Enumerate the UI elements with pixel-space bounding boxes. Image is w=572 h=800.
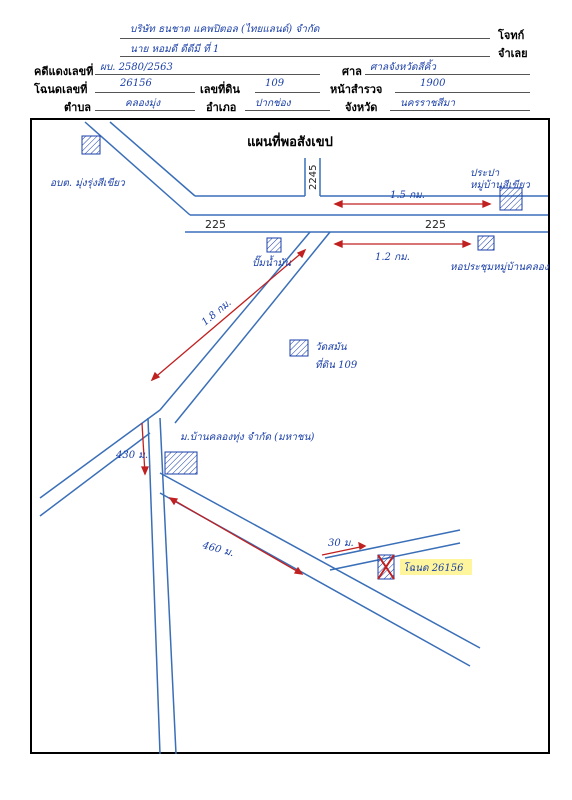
- case-label: คดีแดงเลขที่: [34, 65, 94, 78]
- label-dist-460: 460 ม.: [200, 540, 235, 559]
- label-gas-station: ปั๊มน้ำมัน: [252, 255, 292, 269]
- district-line: [245, 110, 330, 111]
- deed-label: โฉนดเลขที่: [34, 83, 88, 96]
- label-temple: วัดสมัน: [315, 342, 348, 353]
- subdistrict-line: [95, 110, 195, 111]
- subdistrict-value: คลองมุ่ง: [125, 98, 161, 109]
- land-no-label: เลขที่ดิน: [200, 83, 240, 96]
- province-label: จังหวัด: [345, 101, 378, 114]
- survey-value: 1900: [420, 78, 446, 89]
- label-target: โฉนด 26156: [403, 562, 464, 574]
- defendant-line: [120, 56, 490, 57]
- plaintiff-value: บริษัท ธนชาต แคพปิตอล (ไทยแลนด์) จำกัด: [130, 24, 320, 35]
- label-dist-430: 430 ม.: [115, 450, 148, 461]
- label-water-office: ประปา: [470, 168, 499, 179]
- sketch-map: แผนที่พอสังเขป 225 225 2245: [30, 118, 561, 755]
- label-village-school: อบต. มุ่งรุ่งสีเขียว: [50, 177, 126, 189]
- road-225-right: 225: [425, 218, 446, 231]
- court-value: ศาลจังหวัดสีคิ้ว: [370, 62, 436, 73]
- label-right-office-bottom: หอประชุมหมู่บ้านคลองมุ่ง: [450, 261, 550, 273]
- road-2245: 2245: [308, 165, 319, 190]
- label-dist-30: 30 ม.: [328, 538, 354, 549]
- road-225-left: 225: [205, 218, 226, 231]
- survey-line: [395, 92, 530, 93]
- court-line: [365, 74, 530, 75]
- building-markers: [81, 135, 523, 475]
- plaintiff-label: โจทก์: [498, 29, 525, 42]
- survey-label: หน้าสำรวจ: [330, 83, 383, 96]
- map-title: แผนที่พอสังเขป: [247, 132, 333, 149]
- defendant-label: จำเลย: [498, 47, 528, 60]
- label-dist-15: 1.5 กม.: [390, 190, 425, 201]
- plaintiff-line: [120, 38, 490, 39]
- deed-line: [95, 92, 195, 93]
- district-label: อำเภอ: [206, 101, 237, 114]
- label-land: ที่ดิน 109: [315, 357, 358, 371]
- case-value: ผบ. 2580/2563: [100, 62, 173, 73]
- target-plot: [377, 554, 472, 580]
- court-label: ศาล: [342, 65, 362, 78]
- label-right-office-top: หมู่บ้านสีเขียว: [470, 179, 531, 191]
- province-line: [390, 110, 530, 111]
- land-no-line: [255, 92, 320, 93]
- case-line: [95, 74, 320, 75]
- district-value: ปากช่อง: [255, 98, 291, 109]
- defendant-value: นาย หอมดี ดีดีมี ที่ 1: [130, 44, 220, 55]
- subdistrict-label: ตำบล: [64, 101, 92, 114]
- deed-value: 26156: [120, 78, 152, 89]
- land-no-value: 109: [265, 78, 285, 89]
- label-dist-12: 1.2 กม.: [375, 252, 410, 263]
- label-dist-18: 1.8 กม.: [200, 297, 234, 328]
- province-value: นครราชสีมา: [400, 98, 455, 109]
- label-village: ม.บ้านคลองทุ่ง จำกัด (มหาชน): [180, 431, 314, 443]
